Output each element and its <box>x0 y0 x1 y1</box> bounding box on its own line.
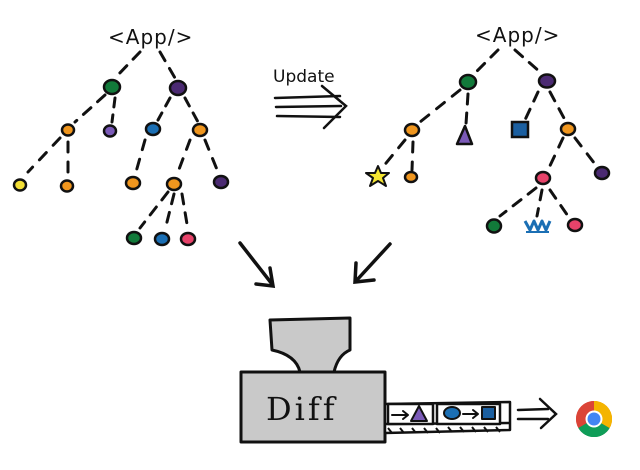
arrow-head <box>538 397 558 430</box>
conveyor-treads <box>387 426 501 434</box>
chrome-icon <box>575 401 613 438</box>
square-patch <box>481 406 496 420</box>
node <box>403 122 421 138</box>
left-tree <box>26 50 220 232</box>
triangle-patch <box>410 405 428 422</box>
edge <box>180 192 190 232</box>
arrow-head <box>472 409 479 419</box>
edge <box>523 90 540 122</box>
arrow-head <box>402 410 409 420</box>
node <box>534 170 552 186</box>
left-tree-root-label: <App/> <box>108 25 193 49</box>
node <box>458 73 478 91</box>
edge <box>548 90 567 122</box>
edge <box>183 96 200 124</box>
star-node <box>365 165 390 187</box>
node <box>125 230 143 246</box>
update-arrow <box>273 84 348 130</box>
edge <box>410 140 415 172</box>
node <box>60 123 76 137</box>
arrow-line <box>238 241 274 286</box>
arrow-head <box>320 84 348 130</box>
right-tree-nodes <box>365 73 611 234</box>
left-tree-nodes <box>12 78 230 247</box>
machine-body <box>239 370 387 444</box>
node <box>168 79 188 97</box>
node <box>566 217 584 233</box>
edge <box>176 138 192 174</box>
node <box>593 165 611 181</box>
edge <box>163 192 176 232</box>
diff-label: Diff <box>266 390 338 428</box>
edge <box>380 138 407 170</box>
down-arrows <box>238 241 392 289</box>
edge <box>513 48 542 74</box>
node <box>403 170 419 184</box>
node <box>12 178 28 192</box>
edge <box>546 136 565 172</box>
arrow-line <box>354 242 392 283</box>
node <box>124 175 142 191</box>
machine-hopper <box>268 316 352 374</box>
edge <box>26 136 62 174</box>
output-arrow <box>516 397 558 430</box>
node <box>485 218 503 234</box>
edge <box>113 50 142 80</box>
update-label: Update <box>273 67 335 87</box>
edge <box>158 50 177 80</box>
node <box>102 78 122 96</box>
edge <box>110 96 117 124</box>
circle-patch <box>443 406 461 420</box>
square-node <box>510 120 530 139</box>
edge <box>73 93 107 124</box>
edge <box>203 138 220 174</box>
arrow-line <box>516 407 550 412</box>
node <box>191 122 209 138</box>
right-tree <box>380 48 600 218</box>
node <box>102 124 118 138</box>
arrow-line <box>274 104 343 109</box>
edge <box>498 186 538 218</box>
arrow-line <box>275 114 342 119</box>
edge <box>548 188 570 218</box>
edge <box>418 88 462 124</box>
edge <box>573 136 600 170</box>
arrow-line <box>273 94 342 100</box>
edge <box>473 48 500 75</box>
node <box>212 174 230 190</box>
node <box>559 121 577 137</box>
zigzag-node <box>523 219 552 232</box>
edge <box>138 190 170 230</box>
edge <box>464 92 470 126</box>
edge <box>156 96 172 122</box>
arrow-head <box>254 266 276 289</box>
triangle-node <box>455 124 474 146</box>
node <box>153 231 171 247</box>
node <box>179 231 197 247</box>
diff-machine <box>239 316 387 444</box>
arrow-head <box>353 261 376 284</box>
node <box>144 121 162 137</box>
edge <box>535 188 544 218</box>
node <box>165 176 183 192</box>
right-tree-root-label: <App/> <box>475 23 560 47</box>
node <box>59 179 75 193</box>
patch-contents <box>391 405 496 422</box>
node <box>537 73 557 89</box>
edge <box>134 138 147 174</box>
chrome-center <box>587 412 601 426</box>
